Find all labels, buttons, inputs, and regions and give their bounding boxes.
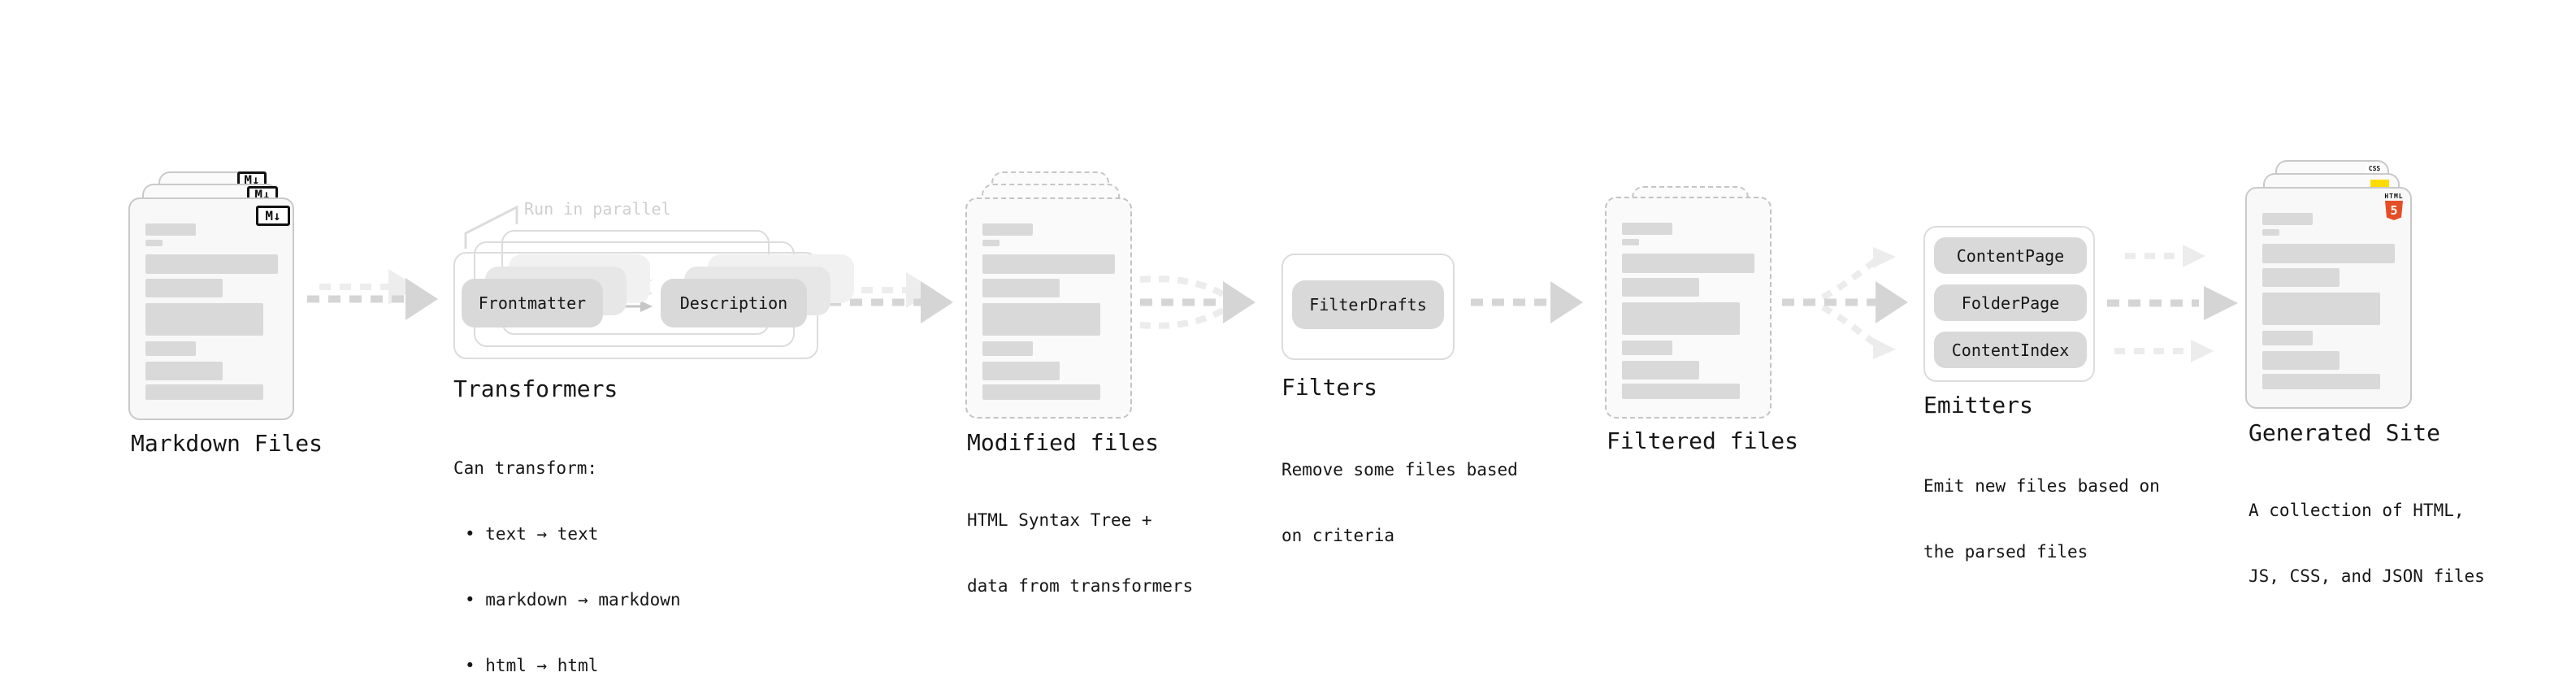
arrow-filters-to-filtered	[1471, 281, 1583, 323]
generated-site-description: A collection of HTML, JS, CSS, and JSON …	[2249, 456, 2485, 631]
placeholder-text-bar	[1622, 254, 1754, 273]
placeholder-text-bar	[2262, 331, 2313, 345]
css-badge-text: CSS	[2368, 165, 2381, 172]
html5-icon: HTML 5	[2383, 193, 2405, 221]
placeholder-text-bar	[145, 254, 278, 274]
site-doc-front: HTML 5	[2245, 187, 2412, 409]
placeholder-text-bar	[145, 341, 196, 356]
generated-site-label: Generated Site	[2249, 419, 2441, 446]
placeholder-text-bar	[145, 362, 223, 380]
placeholder-text-bar	[1622, 302, 1740, 335]
markdown-files-label: Markdown Files	[131, 430, 323, 457]
placeholder-text-bar	[145, 279, 223, 297]
placeholder-text-bar	[982, 223, 1033, 236]
placeholder-text-bar	[2262, 244, 2395, 263]
transform-item: • html → html	[465, 656, 599, 675]
filtered-doc-front	[1605, 197, 1772, 419]
filters-label: Filters	[1281, 374, 1378, 401]
filters-desc-line: Remove some files based	[1281, 460, 1518, 479]
placeholder-text-bar	[145, 384, 263, 400]
run-in-parallel-connector	[464, 205, 518, 249]
transform-item: • text → text	[465, 524, 599, 544]
placeholder-text-bar	[1622, 223, 1672, 235]
description-pill: Description	[661, 279, 807, 327]
markdown-doc-front: M↓	[128, 197, 294, 420]
placeholder-text-bar	[1622, 384, 1740, 399]
placeholder-text-bar	[2262, 268, 2340, 287]
arrow-emitters-to-site	[2107, 245, 2238, 362]
placeholder-text-bar	[982, 254, 1115, 274]
placeholder-text-bar	[145, 240, 163, 246]
arrow-markdown-to-transformers	[307, 269, 438, 320]
placeholder-text-bar	[1622, 340, 1672, 355]
modified-doc-front	[965, 197, 1132, 419]
placeholder-text-bar	[1622, 239, 1639, 245]
placeholder-text-bar	[2262, 293, 2380, 325]
emitters-desc-line: the parsed files	[1923, 542, 2088, 562]
placeholder-text-bar	[2262, 213, 2313, 225]
transformers-description: Can transform: • text → text • markdown …	[453, 414, 681, 681]
placeholder-text-bar	[982, 384, 1100, 400]
placeholder-text-bar	[2262, 374, 2380, 389]
placeholder-text-bar	[145, 223, 196, 236]
run-in-parallel-note: Run in parallel	[524, 199, 671, 219]
markdown-icon: M↓	[256, 206, 290, 226]
modified-files-desc-line: data from transformers	[967, 576, 1194, 596]
html5-shield: 5	[2385, 201, 2403, 220]
transform-item: • markdown → markdown	[465, 590, 681, 609]
generated-site-desc-line: A collection of HTML,	[2249, 501, 2465, 520]
placeholder-text-bar	[1622, 278, 1699, 297]
placeholder-text-bar	[2262, 351, 2340, 370]
filters-description: Remove some files based on criteria	[1281, 415, 1518, 591]
placeholder-text-bar	[145, 303, 263, 336]
placeholder-text-bar	[2262, 229, 2279, 236]
filtered-files-label: Filtered files	[1607, 427, 1799, 454]
folderpage-pill: FolderPage	[1934, 284, 2087, 321]
frontmatter-pill: Frontmatter	[462, 279, 603, 327]
contentpage-pill: ContentPage	[1934, 237, 2087, 274]
generated-site-desc-line: JS, CSS, and JSON files	[2249, 566, 2485, 586]
modified-files-desc-line: HTML Syntax Tree +	[967, 510, 1152, 530]
placeholder-text-bar	[1622, 361, 1699, 380]
transformers-label: Transformers	[453, 375, 618, 402]
emitters-description: Emit new files based on the parsed files	[1923, 432, 2160, 607]
placeholder-text-bar	[982, 341, 1033, 356]
emitters-desc-line: Emit new files based on	[1923, 476, 2160, 496]
emitters-label: Emitters	[1923, 392, 2033, 419]
filters-desc-line: on criteria	[1281, 526, 1395, 545]
filterdrafts-pill: FilterDrafts	[1292, 280, 1444, 329]
placeholder-text-bar	[982, 362, 1060, 380]
placeholder-text-bar	[982, 240, 1000, 246]
arrow-filtered-to-emitters-fork	[1782, 247, 1908, 359]
html5-word: HTML	[2384, 193, 2404, 200]
modified-files-description: HTML Syntax Tree + data from transformer…	[967, 466, 1193, 641]
html5-number: 5	[2390, 203, 2398, 218]
placeholder-text-bar	[982, 279, 1060, 297]
contentindex-pill: ContentIndex	[1934, 332, 2087, 368]
placeholder-text-bar	[982, 303, 1100, 336]
modified-files-label: Modified files	[967, 429, 1160, 456]
arrow-modified-to-filters-merge	[1139, 275, 1255, 329]
transformers-intro: Can transform:	[453, 458, 598, 478]
